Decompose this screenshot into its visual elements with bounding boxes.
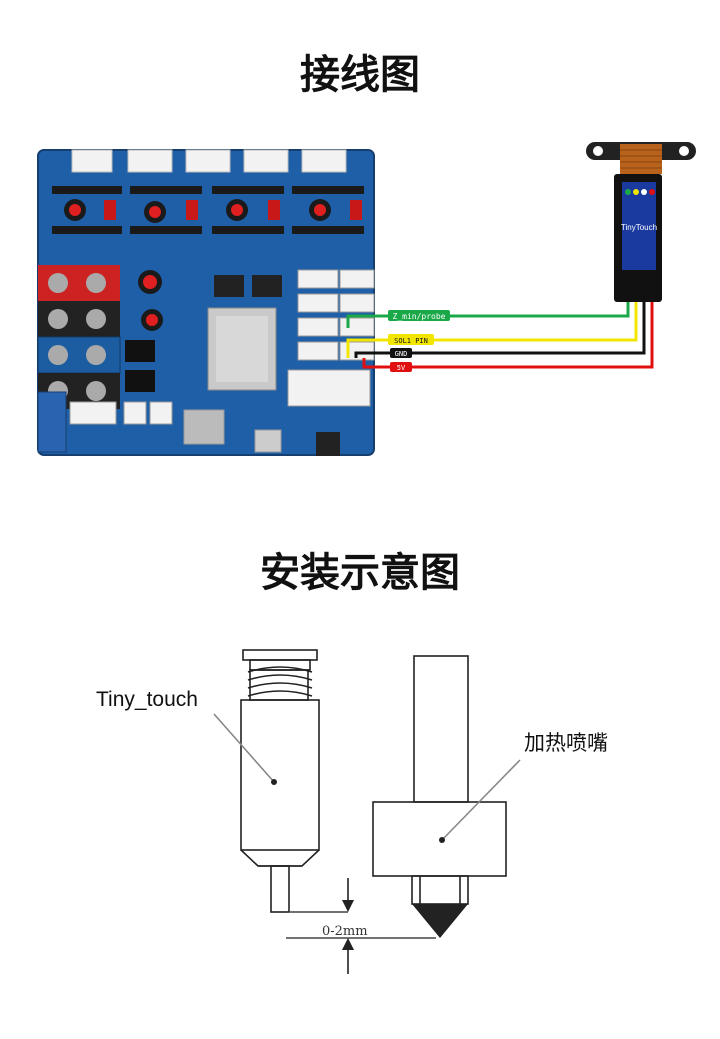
driver-ics [214, 275, 282, 297]
jumper-pins [104, 200, 362, 220]
dc-jack-terminal [37, 391, 67, 453]
gap-arrowhead-up [342, 938, 354, 950]
label-sol1-pin: SOL1 PIN [394, 337, 428, 345]
driver-sockets [52, 186, 364, 234]
wiring-diagram-title: 接线图 [300, 52, 420, 98]
top-connectors [71, 149, 347, 173]
gap-arrowhead-down [342, 900, 354, 912]
capacitors [64, 199, 331, 331]
nozzle-outline [372, 655, 507, 905]
label-z-min-probe: Z_min/probe [393, 312, 446, 321]
bottom-connectors [69, 401, 282, 453]
tiny-touch-label: Tiny_touch [96, 688, 198, 711]
probe-callout-line [213, 713, 275, 783]
mosfets [125, 340, 155, 392]
probe-outline [240, 649, 320, 913]
label-5v: 5V [397, 364, 406, 372]
tinytouch-probe: TinyTouch [586, 142, 696, 302]
installation-diagram: Tiny_touch 加热喷嘴 0-2mm [96, 649, 608, 974]
nozzle-callout-line [441, 759, 521, 841]
heated-nozzle-label: 加热喷嘴 [524, 731, 608, 755]
controller-board [37, 149, 375, 456]
label-gnd: GND [395, 350, 408, 358]
reset-button [316, 432, 340, 456]
wiring-diagram: Z_min/probe SOL1 PIN GND 5V TinyTouch [37, 142, 696, 456]
wires [346, 240, 654, 369]
gap-label: 0-2mm [322, 924, 368, 939]
install-diagram-title: 安装示意图 [260, 550, 460, 596]
red-wire [362, 240, 654, 369]
power-terminals [37, 265, 121, 409]
wire-labels: Z_min/probe SOL1 PIN GND 5V [388, 310, 450, 372]
nozzle-tip [412, 904, 468, 938]
probe-body-text: TinyTouch [621, 223, 657, 232]
esp32-module [207, 307, 277, 391]
